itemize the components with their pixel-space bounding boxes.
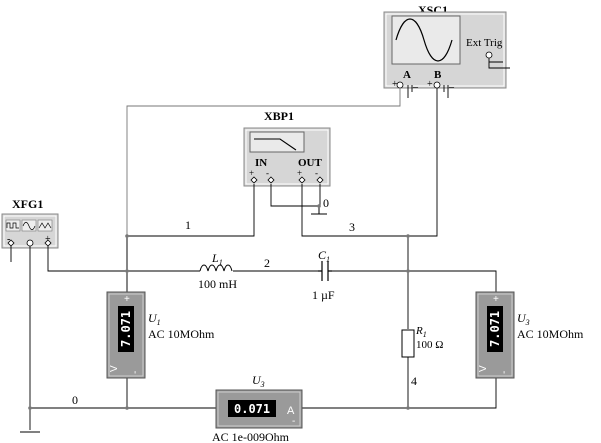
bode-out-plus-label: + [297,168,302,178]
inductor-coil-icon [199,264,233,272]
fg-common-terminal[interactable] [26,239,34,247]
bode-plotter-name: XBP1 [264,109,294,123]
resistor-icon [401,329,415,358]
bode-out-plus-terminal[interactable] [298,176,306,184]
voltmeter-u2[interactable]: 7.071 + V - U3 AC 10MOhm [475,291,584,379]
inductor-l1[interactable]: L1 100 mH [198,251,237,291]
net-label-0-bode: 0 [323,196,329,210]
oscilloscope-xsc1[interactable]: XSC1 Ext Trig A B + _ + _ [383,3,507,90]
bode-out-label: OUT [298,157,323,169]
oscilloscope-screen [391,15,461,65]
u1-mode: AC 10MOhm [148,327,215,341]
u1-display [118,306,134,352]
net-label-2: 2 [264,256,270,270]
resistor-value: 100 Ω [416,339,443,351]
bode-in-plus-terminal[interactable] [250,176,258,184]
capacitor-icon [318,261,332,281]
u3-display [228,400,276,417]
ext-trig-label: Ext Trig [466,37,503,49]
fg-minus-label: - [7,234,10,245]
channel-a-label: A [403,69,411,81]
inductor-value: 100 mH [198,277,237,291]
sine-wave-small-icon [22,221,36,231]
u2-mode: AC 10MOhm [517,327,584,341]
bode-in-minus-label: - [266,168,269,178]
ch-a-minus-label: _ [412,78,419,89]
u1-ref: U1 [148,311,161,327]
u2-unit-label: V [478,365,489,372]
u2-plus-label: + [493,294,499,305]
low-pass-curve-icon [254,138,297,151]
ext-trig-terminal[interactable] [485,51,493,59]
function-generator-name: XFG1 [12,197,43,211]
u3-mode: AC 1e-009Ohm [212,430,290,443]
bode-in-plus-label: + [249,168,254,178]
u2-minus-label: - [499,371,510,374]
u1-minus-label: - [130,371,141,374]
ch-b-minus-label: _ [448,78,455,89]
u1-plus-label: + [124,294,130,305]
ammeter-u3[interactable]: 0.071 A - U3 AC 1e-009Ohm [212,373,303,443]
u3-reading: 0.071 [234,402,270,416]
voltmeter-u1[interactable]: 7.071 + V - U1 AC 10MOhm [106,291,215,379]
resistor-ref: R1 [415,325,427,339]
u3-minus-label: - [292,416,295,427]
ch-a-plus-label: + [392,79,398,90]
u2-ref: U3 [517,311,530,327]
ch-b-plus-label: + [427,79,433,90]
sine-wave-icon [395,18,453,62]
function-generator-xfg1[interactable]: XFG1 - + [1,197,59,249]
channel-b-label: B [434,69,442,81]
triangle-wave-icon [38,222,52,229]
bode-in-label: IN [255,157,267,169]
bode-out-minus-terminal[interactable] [316,176,324,184]
net-label-0: 0 [72,393,78,407]
bode-in-minus-terminal[interactable] [267,176,275,184]
u3-unit-label: A [287,405,295,417]
u2-reading: 7.071 [488,311,502,347]
bode-out-minus-label: - [315,168,318,178]
bode-screen [249,131,305,153]
inductor-ref: L1 [211,251,223,267]
u1-reading: 7.071 [119,311,133,347]
net-label-1: 1 [185,218,191,232]
channel-b-terminal[interactable] [433,81,441,89]
bode-plotter-xbp1[interactable]: XBP1 IN OUT + - + - [243,109,331,187]
u2-display [487,306,503,352]
square-wave-icon [6,222,19,229]
net-label-4: 4 [411,374,417,388]
resistor-r1[interactable]: R1 100 Ω [401,325,443,358]
u3-ref: U3 [252,373,265,389]
capacitor-c1[interactable]: C1 1 µF [312,248,335,302]
channel-a-terminal[interactable] [396,81,404,89]
capacitor-value: 1 µF [312,288,335,302]
net-label-3: 3 [349,220,355,234]
u1-unit-label: V [109,365,120,372]
capacitor-ref: C1 [318,248,330,264]
